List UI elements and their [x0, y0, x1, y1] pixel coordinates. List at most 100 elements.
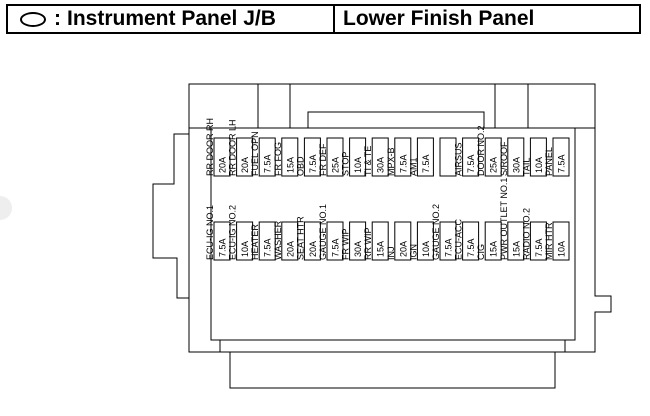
fuse-amp-label: 7.5A [444, 238, 454, 257]
fuse-amp-label: 7.5A [308, 154, 318, 173]
fuse-body [349, 221, 367, 261]
fuse-amp-label: 15A [285, 157, 295, 173]
location-title: Lower Finish Panel [343, 7, 535, 30]
fuse-body [326, 137, 344, 177]
fuse-name-label: FR WIP [341, 229, 351, 261]
fuse-body [394, 137, 412, 177]
fuse-amp-label: 7.5A [398, 154, 408, 173]
fuse-body [552, 221, 570, 261]
fuse-name-label: OBD [295, 156, 305, 176]
legend-cell-location: Lower Finish Panel [335, 6, 639, 32]
fuse-name-label: WASHER [273, 220, 283, 260]
fuse-top-blank [439, 137, 457, 177]
fuse-amp-label: 30A [353, 241, 363, 257]
fuse-amp-label: 20A [308, 241, 318, 257]
fuse-name-label: FUEL OPN [250, 131, 260, 176]
junction-block-title: Instrument Panel J/B [67, 7, 276, 30]
fuse-body [484, 221, 502, 261]
legend-cell-junction-block: : Instrument Panel J/B [8, 6, 335, 32]
fuse-amp-label: 7.5A [421, 154, 431, 173]
fuse-area-inner-frame [210, 128, 576, 341]
fuse-name-label: DOOR NO.2 [476, 125, 486, 176]
fuse-body [258, 221, 276, 261]
scroll-indicator-dot [0, 196, 12, 220]
fuse-body [236, 221, 254, 261]
fuse-body [303, 137, 321, 177]
fuse-body [258, 137, 276, 177]
fuse-name-label: GAUGE NO.2 [431, 204, 441, 260]
fuse-amp-label: 7.5A [331, 238, 341, 257]
mounting-bracket-left [152, 133, 189, 299]
fuse-amp-label: 30A [511, 157, 521, 173]
fuse-amp-label: 15A [489, 241, 499, 257]
fuse-body [236, 137, 254, 177]
fuse-amp-label: 15A [511, 241, 521, 257]
fuse-body [303, 221, 321, 261]
fuse-amp-label: 10A [557, 241, 567, 257]
fuse-name-label: AIRSUS [454, 142, 464, 176]
fuse-body [371, 221, 389, 261]
fuse-body [462, 221, 480, 261]
fuse-name-label: CIG [476, 244, 486, 260]
fuse-amp-label: 7.5A [466, 154, 476, 173]
fuse-body [281, 221, 299, 261]
fuse-amp-label: 10A [240, 241, 250, 257]
fuse-amp-label: 10A [534, 157, 544, 173]
oval-symbol-icon [20, 11, 46, 27]
fuse-amp-label: 7.5A [466, 238, 476, 257]
fuse-name-label: TAIL [521, 158, 531, 176]
fuse-name-label: HEATER [250, 224, 260, 260]
legend-header: : Instrument Panel J/B Lower Finish Pane… [6, 4, 641, 34]
fuse-body [439, 137, 457, 177]
fuse-body [507, 137, 525, 177]
fuse-name-label: FR DEF [318, 143, 328, 176]
fuse-name-label: ECU-IG NO.1 [205, 205, 215, 260]
fuse-amp-label: 15A [376, 241, 386, 257]
fuse-amp-label: 7.5A [263, 154, 273, 173]
fuse-name-label: TI & TE [363, 146, 373, 176]
fuse-name-label: RR WIP [363, 228, 373, 261]
fuse-name-label: INJ [386, 247, 396, 261]
fuse-body [462, 137, 480, 177]
fuse-name-label: RADIO NO.2 [521, 208, 531, 260]
fuse-name-label: GAUGE NO.1 [318, 204, 328, 260]
fuse-name-label: FR FOG [273, 142, 283, 176]
fuse-body [416, 221, 434, 261]
fuse-body [507, 221, 525, 261]
fuse-body [529, 137, 547, 177]
fuse-name-label: SEAT HTR [295, 216, 305, 260]
fuse-name-label: RR DOOR RH [205, 118, 215, 176]
fuse-name-label: RR DOOR LH [228, 119, 238, 176]
fuse-name-label: ECU-ACC [454, 218, 464, 260]
fuse-amp-label: 7.5A [534, 238, 544, 257]
fuse-amp-label: 20A [285, 241, 295, 257]
fuse-name-label: MPX-B [386, 147, 396, 176]
fuse-amp-label: 20A [398, 241, 408, 257]
fuse-body [213, 221, 231, 261]
